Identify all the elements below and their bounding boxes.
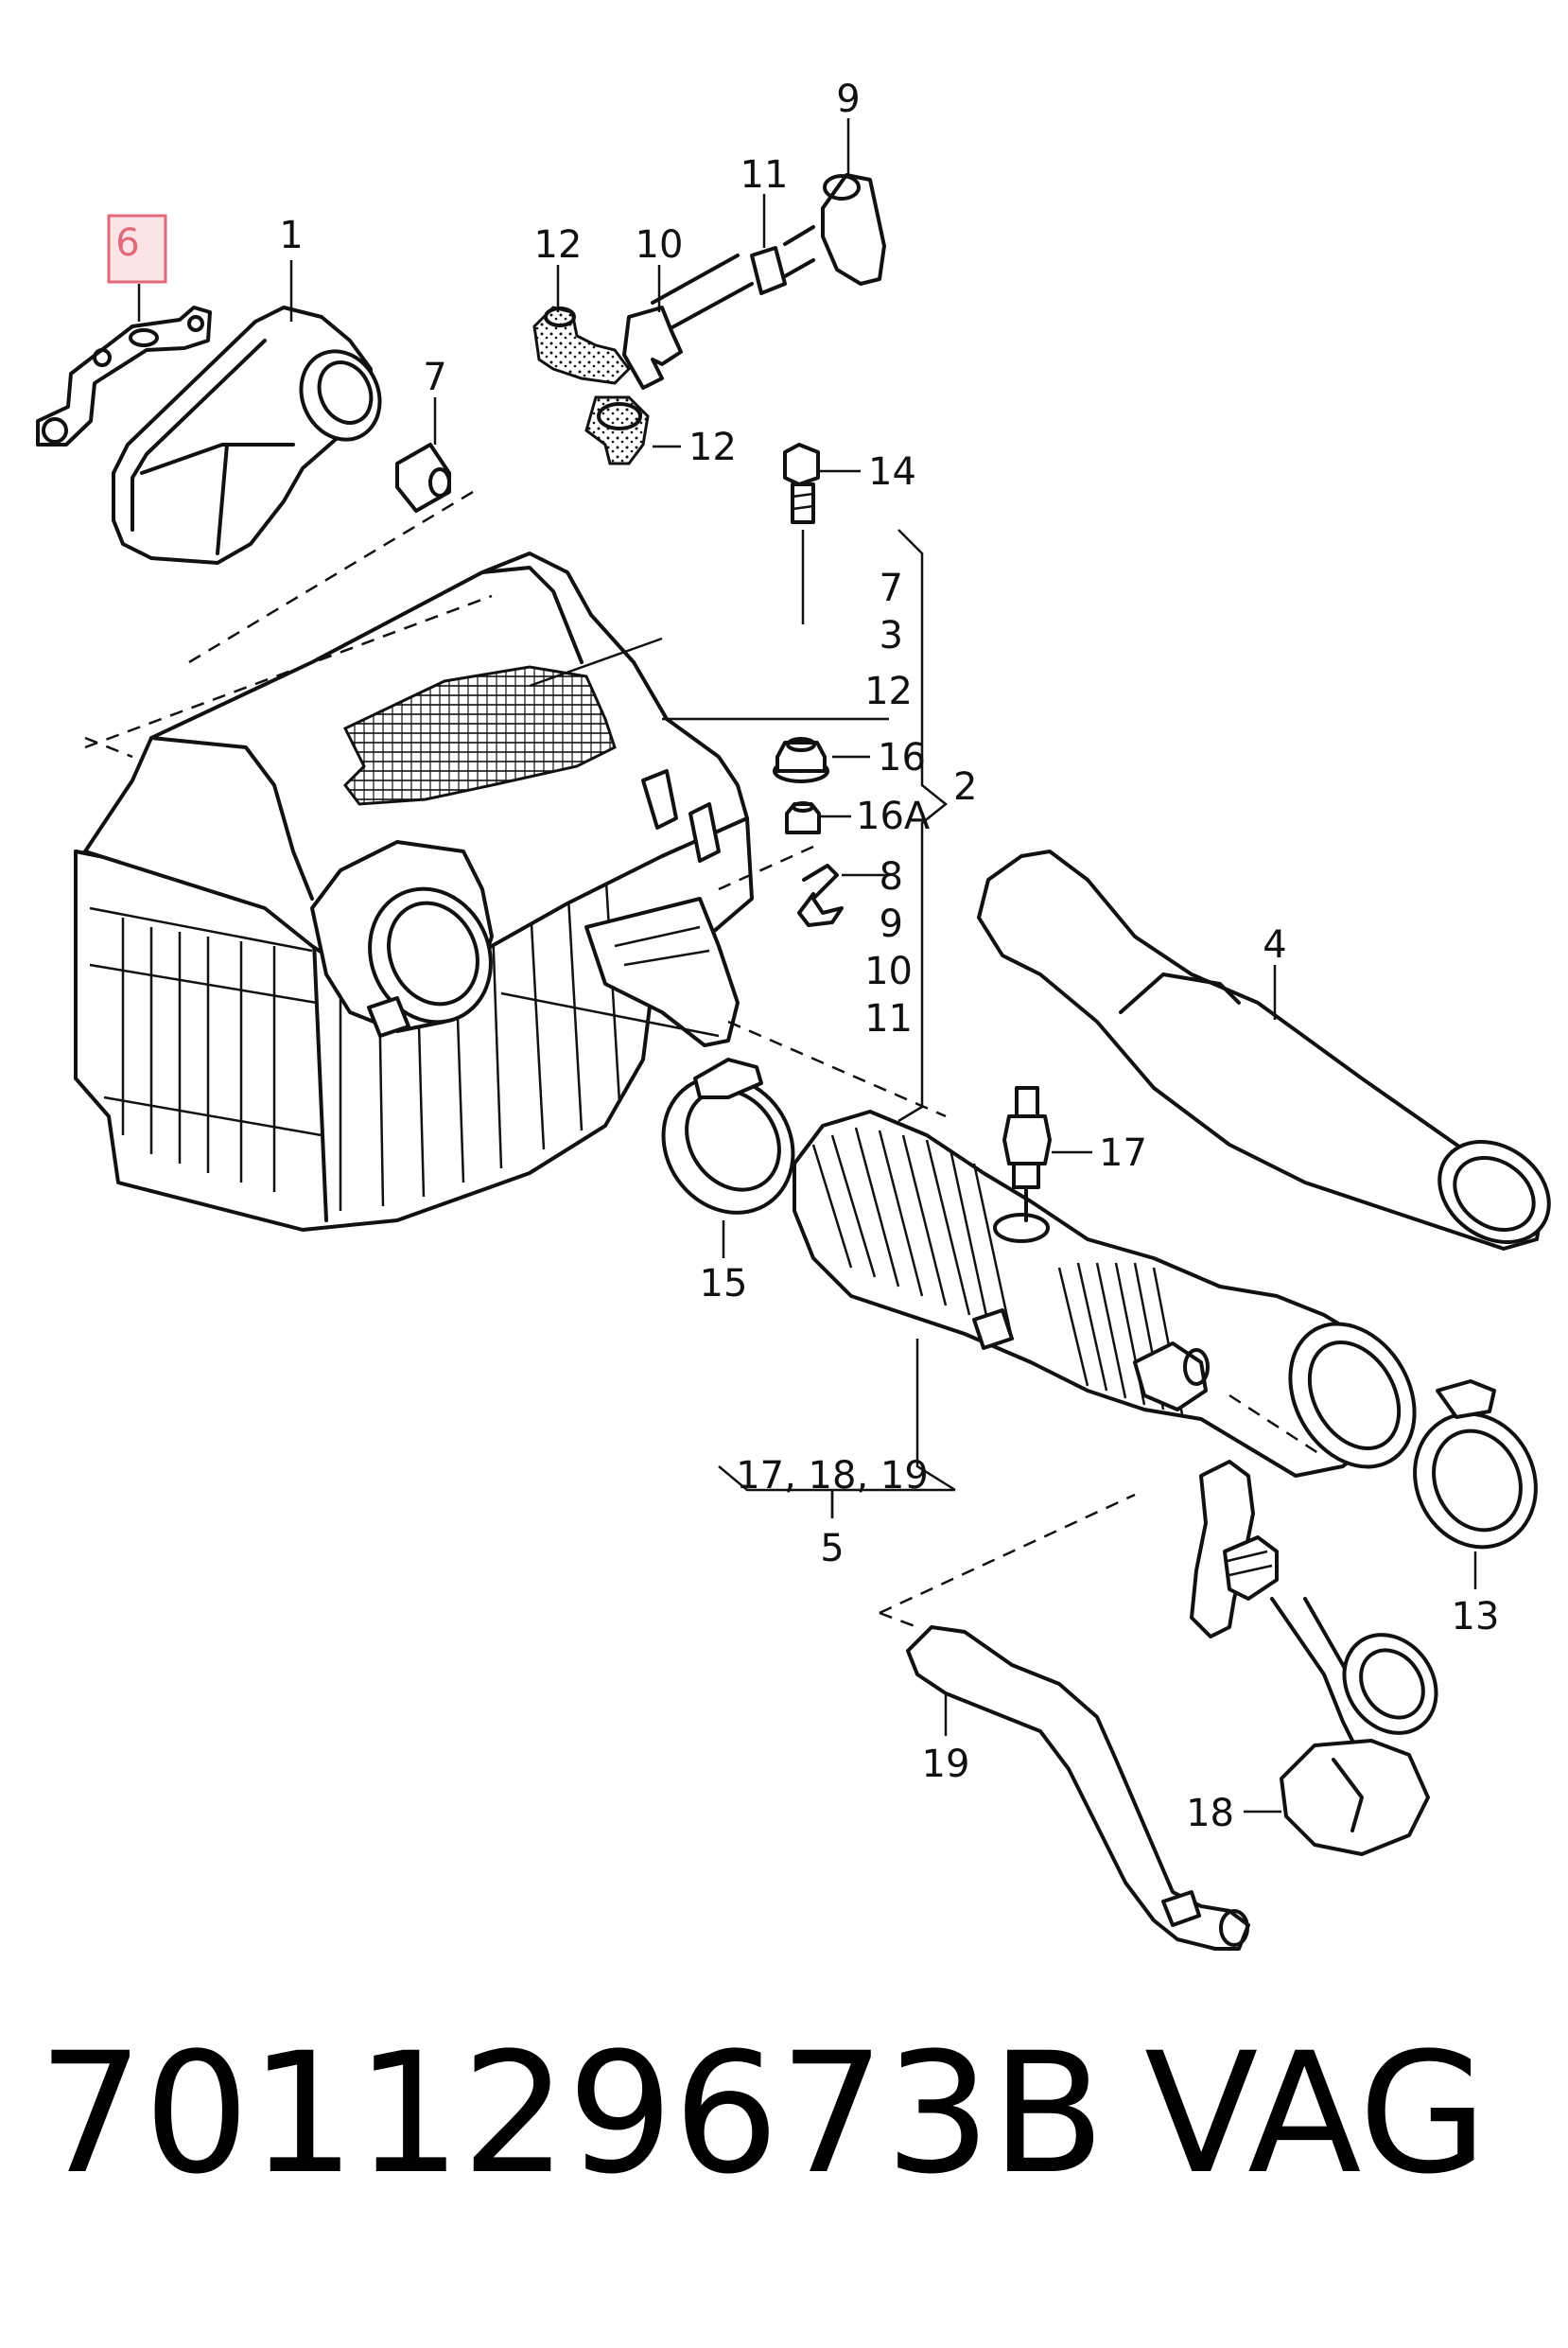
label-13: 13 <box>1452 1595 1500 1638</box>
brand-name: VAG <box>1144 2017 1488 2211</box>
grommet-part-16[interactable] <box>773 737 870 783</box>
label-15: 15 <box>700 1262 748 1305</box>
intake-duct-part-4[interactable] <box>977 850 1568 1263</box>
sleeve-part-7[interactable] <box>188 397 474 664</box>
hose-clamp-part-13[interactable] <box>1228 1379 1558 1589</box>
hose-part-19[interactable] <box>879 1493 1250 1951</box>
sensor-part-17[interactable] <box>1002 1086 1092 1222</box>
bolt-part-14[interactable] <box>783 443 861 624</box>
label-12-bottom: 12 <box>688 426 737 469</box>
label-group-7: 7 <box>880 567 903 610</box>
label-7: 7 <box>423 356 446 399</box>
part-number: 701129673B <box>38 2017 1106 2211</box>
hose-part-18[interactable] <box>1190 1460 1455 1856</box>
resonator-part-1[interactable] <box>112 260 394 565</box>
label-18: 18 <box>1186 1792 1234 1835</box>
grommet-part-16a[interactable] <box>785 801 851 834</box>
valve-assembly-9-10-11-12[interactable] <box>532 118 886 465</box>
callout-labels: 6 1 7 9 11 10 12 12 14 7 3 12 16 16A 8 9… <box>115 78 1499 1835</box>
part-number-footer: 701129673B VAG <box>38 2020 1532 2209</box>
label-group-9: 9 <box>880 902 903 946</box>
label-4: 4 <box>1263 923 1286 967</box>
label-19: 19 <box>922 1743 970 1786</box>
label-group-11: 11 <box>864 997 913 1041</box>
clip-part-8[interactable] <box>718 845 889 927</box>
hose-clamp-part-15[interactable] <box>637 1051 820 1258</box>
label-5: 5 <box>820 1527 844 1570</box>
label-17-18-19: 17, 18, 19 <box>736 1454 929 1498</box>
label-12-top: 12 <box>534 223 583 267</box>
label-17: 17 <box>1099 1131 1147 1175</box>
label-9-top: 9 <box>836 78 860 121</box>
label-group-16a: 16A <box>856 795 931 838</box>
label-1: 1 <box>279 214 303 257</box>
label-10-top: 10 <box>636 223 684 267</box>
label-group-8: 8 <box>880 855 903 899</box>
label-2: 2 <box>953 765 977 809</box>
air-filter-housing-part-2[interactable] <box>74 529 949 1232</box>
label-6: 6 <box>115 221 139 265</box>
label-group-16: 16 <box>878 736 926 780</box>
label-group-10: 10 <box>864 950 913 993</box>
air-duct-assembly-part-5[interactable] <box>718 1110 1439 1518</box>
highlight-box <box>107 214 167 284</box>
label-14: 14 <box>868 450 916 494</box>
bracket-part-6[interactable] <box>36 214 212 447</box>
label-11-top: 11 <box>740 153 789 197</box>
label-group-12: 12 <box>864 670 913 713</box>
label-group-3: 3 <box>880 614 903 657</box>
